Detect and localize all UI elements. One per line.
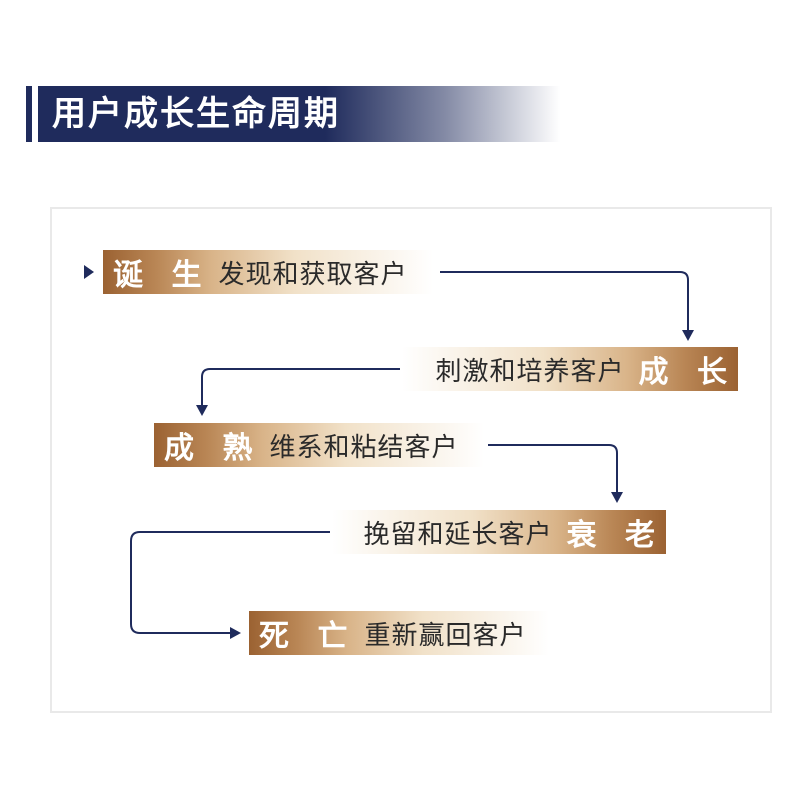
connector-2-arrowhead [196, 405, 208, 416]
connector-2 [201, 368, 400, 405]
stage-description: 重新赢回客户 [364, 620, 527, 651]
stage-name: 成 熟 [164, 431, 262, 466]
stage-name: 衰 老 [566, 518, 664, 553]
connector-1 [440, 271, 689, 330]
stage-description: 刺激和培养客户 [435, 356, 625, 387]
start-arrow-icon [84, 265, 94, 279]
connector-3 [488, 444, 618, 492]
stage-description: 发现和获取客户 [218, 259, 408, 290]
header-accent-bar [26, 86, 32, 142]
connector-4-arrowhead [230, 627, 241, 639]
stage-name: 诞 生 [113, 258, 211, 293]
stage-description: 挽留和延长客户 [363, 519, 553, 550]
connector-1-arrowhead [682, 330, 694, 341]
connector-4 [130, 531, 330, 634]
header-band [38, 86, 560, 142]
stage-name: 成 长 [638, 355, 736, 390]
stage-birth: 诞 生 发现和获取客户 [103, 250, 433, 294]
stage-death: 死 亡 重新赢回客户 [249, 611, 549, 655]
stage-growth: 刺激和培养客户 成 长 [402, 347, 738, 391]
connector-3-arrowhead [611, 492, 623, 503]
stage-description: 维系和粘结客户 [269, 432, 459, 463]
stage-maturity: 成 熟 维系和粘结客户 [154, 423, 484, 467]
stage-name: 死 亡 [259, 619, 357, 654]
stage-decline: 挽留和延长客户 衰 老 [332, 510, 666, 554]
page-title: 用户成长生命周期 [52, 94, 340, 134]
